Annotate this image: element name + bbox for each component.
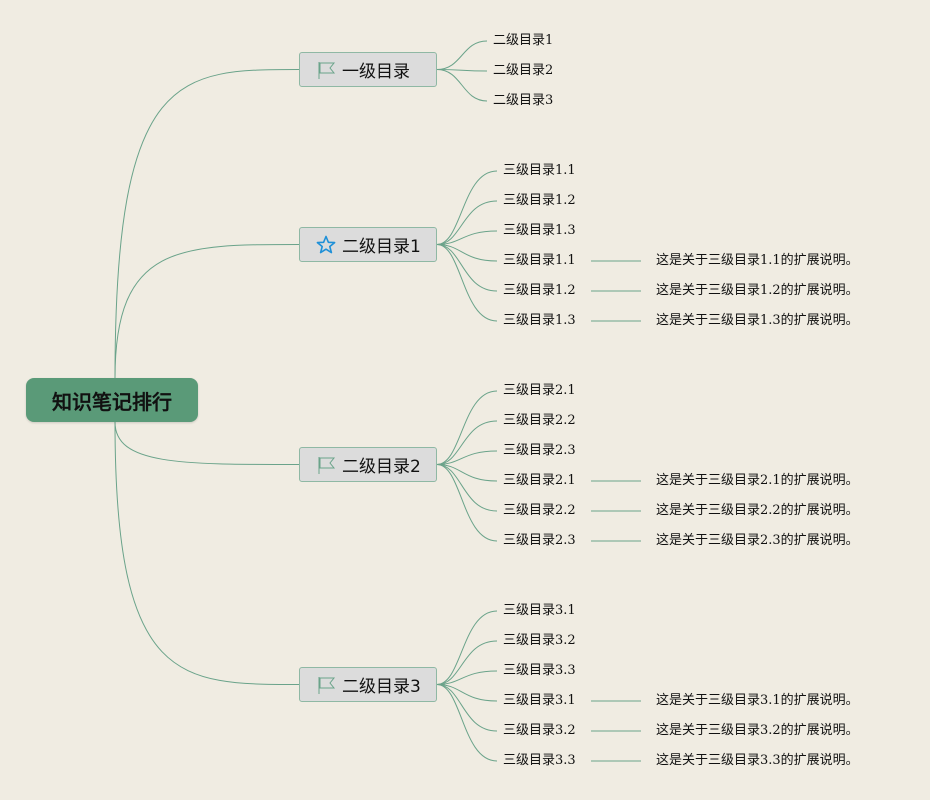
leaf-connector <box>436 640 498 685</box>
leaf-connector <box>436 244 498 262</box>
leaf-connector <box>436 464 498 482</box>
root-connector <box>114 421 300 685</box>
extension-note[interactable]: 这是关于三级目录3.1的扩展说明。 <box>656 693 859 708</box>
extension-note[interactable]: 这是关于三级目录2.1的扩展说明。 <box>656 473 859 488</box>
extension-note[interactable]: 这是关于三级目录2.2的扩展说明。 <box>656 503 859 518</box>
subtopic[interactable]: 三级目录3.2 <box>503 723 576 738</box>
subtopic[interactable]: 三级目录3.1 <box>503 603 576 618</box>
subtopic[interactable]: 二级目录1 <box>493 33 554 48</box>
blue-flag-icon <box>316 675 336 695</box>
subtopic[interactable]: 二级目录2 <box>493 63 554 78</box>
branch-label: 二级目录3 <box>342 677 421 697</box>
extension-note[interactable]: 这是关于三级目录3.2的扩展说明。 <box>656 723 859 738</box>
branch-label: 一级目录 <box>342 62 410 82</box>
subtopic[interactable]: 三级目录3.2 <box>503 633 576 648</box>
root-topic[interactable]: 知识笔记排行 <box>26 378 198 422</box>
subtopic[interactable]: 三级目录1.2 <box>503 283 576 298</box>
leaf-connector <box>436 390 498 465</box>
leaf-connector <box>436 170 498 245</box>
branch-label: 二级目录1 <box>342 237 421 257</box>
root-connector <box>114 421 300 465</box>
leaf-connector <box>436 684 498 702</box>
leaf-connector <box>436 230 498 245</box>
leaf-connector <box>436 244 498 292</box>
subtopic[interactable]: 三级目录2.3 <box>503 533 576 548</box>
subtopic[interactable]: 三级目录2.3 <box>503 443 576 458</box>
subtopic[interactable]: 三级目录3.1 <box>503 693 576 708</box>
extension-note[interactable]: 这是关于三级目录3.3的扩展说明。 <box>656 753 859 768</box>
leaf-connector <box>436 464 498 512</box>
subtopic[interactable]: 三级目录2.2 <box>503 503 576 518</box>
leaf-connector <box>436 450 498 465</box>
leaf-connector <box>436 610 498 685</box>
extension-note[interactable]: 这是关于三级目录1.1的扩展说明。 <box>656 253 859 268</box>
subtopic[interactable]: 三级目录2.1 <box>503 383 576 398</box>
branch-topic-2[interactable]: 二级目录1 <box>299 227 437 262</box>
subtopic[interactable]: 三级目录1.2 <box>503 193 576 208</box>
root-connector <box>114 244 300 379</box>
branch-topic-1[interactable]: 一级目录 <box>299 52 437 87</box>
subtopic[interactable]: 三级目录1.1 <box>503 163 576 178</box>
leaf-connector <box>436 670 498 685</box>
leaf-connector <box>436 69 488 72</box>
root-connector <box>114 69 300 379</box>
leaf-connector <box>436 464 498 542</box>
subtopic[interactable]: 三级目录3.3 <box>503 663 576 678</box>
extension-note[interactable]: 这是关于三级目录1.2的扩展说明。 <box>656 283 859 298</box>
subtopic[interactable]: 三级目录2.2 <box>503 413 576 428</box>
subtopic[interactable]: 三级目录2.1 <box>503 473 576 488</box>
leaf-connector <box>436 244 498 322</box>
star-icon <box>316 235 336 255</box>
leaf-connector <box>436 40 488 70</box>
subtopic[interactable]: 二级目录3 <box>493 93 554 108</box>
subtopic[interactable]: 三级目录1.3 <box>503 223 576 238</box>
leaf-connector <box>436 684 498 762</box>
leaf-connector <box>436 69 488 102</box>
subtopic[interactable]: 三级目录3.3 <box>503 753 576 768</box>
subtopic[interactable]: 三级目录1.1 <box>503 253 576 268</box>
leaf-connector <box>436 684 498 732</box>
extension-note[interactable]: 这是关于三级目录2.3的扩展说明。 <box>656 533 859 548</box>
red-flag-icon <box>316 60 336 80</box>
branch-topic-4[interactable]: 二级目录3 <box>299 667 437 702</box>
branch-topic-3[interactable]: 二级目录2 <box>299 447 437 482</box>
leaf-connector <box>436 420 498 465</box>
extension-note[interactable]: 这是关于三级目录1.3的扩展说明。 <box>656 313 859 328</box>
leaf-connector <box>436 200 498 245</box>
branch-label: 二级目录2 <box>342 457 421 477</box>
subtopic[interactable]: 三级目录1.3 <box>503 313 576 328</box>
blue-flag-icon <box>316 455 336 475</box>
